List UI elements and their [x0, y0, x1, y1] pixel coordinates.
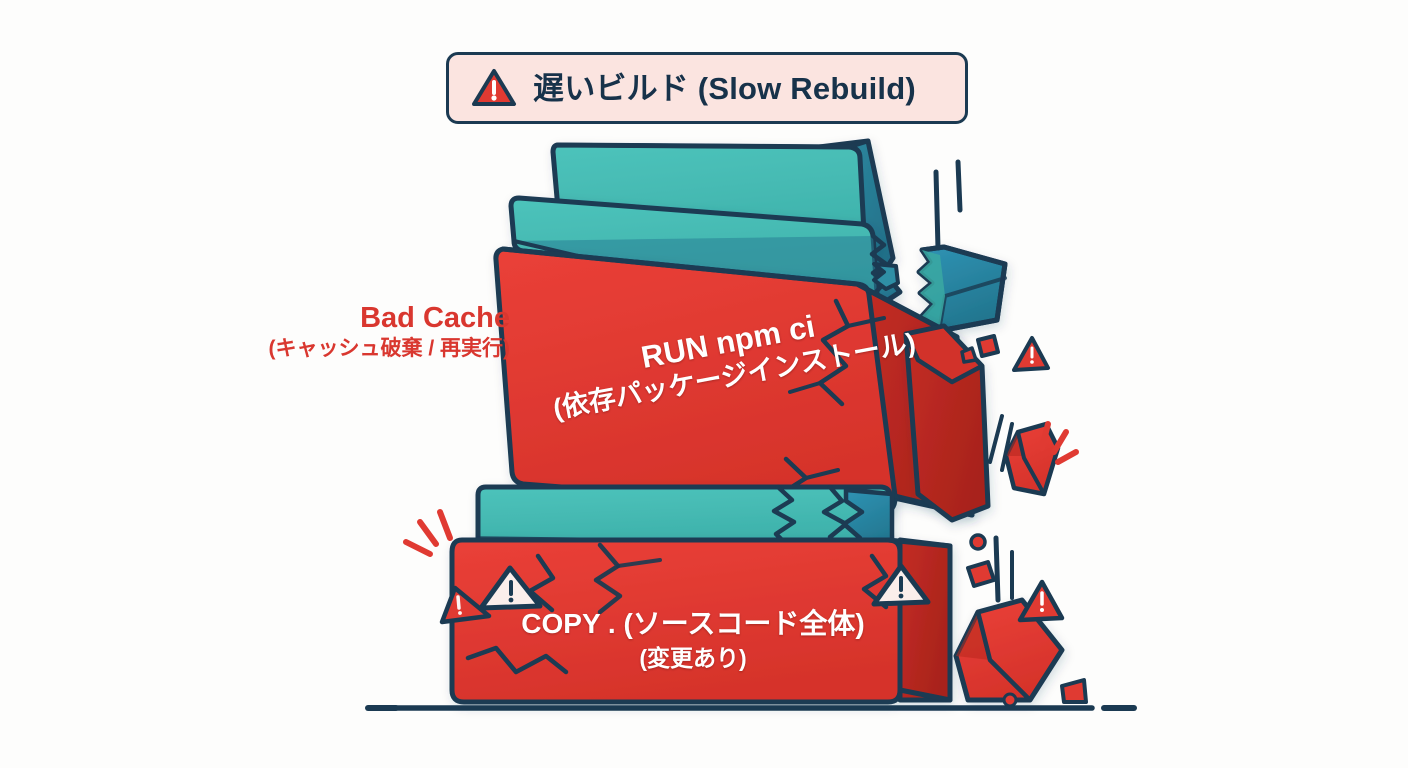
- warning-triangle-icon-right-block: [871, 563, 931, 607]
- debris-teal-chunk-large: [916, 244, 1008, 334]
- impact-dashes-left: [403, 509, 453, 557]
- debris-red-chunk-tall-right: [903, 323, 991, 523]
- motion-lines: [933, 159, 1014, 603]
- debris-red-pebble-d: [969, 533, 987, 551]
- layer-copy-source: [449, 537, 953, 705]
- banner-title: 遅いビルド (Slow Rebuild): [533, 70, 916, 106]
- warning-triangle-icon-left-outer: [439, 585, 492, 625]
- debris-red-pebble-c: [966, 560, 996, 588]
- warning-triangle-icon-floating-lower: [1017, 579, 1065, 623]
- impact-dashes-right: [1039, 421, 1079, 465]
- warning-triangle-icon-floating-upper: [1012, 336, 1050, 372]
- slow-rebuild-banner: 遅いビルド (Slow Rebuild): [446, 52, 968, 124]
- debris-red-pebble-a: [976, 334, 1000, 358]
- warning-triangle-icon: [472, 69, 516, 106]
- debris-red-pebble-e: [1060, 678, 1088, 704]
- warning-triangle-icon-left-inner: [478, 565, 543, 611]
- debris-red-pebble-b: [960, 346, 978, 364]
- debris-red-chunk-bottom-right: [953, 597, 1065, 703]
- debris-red-pebble-f: [1002, 692, 1018, 708]
- debris-teal-chunk-small: [872, 262, 900, 291]
- debris-red-chunk-gem: [1003, 421, 1061, 497]
